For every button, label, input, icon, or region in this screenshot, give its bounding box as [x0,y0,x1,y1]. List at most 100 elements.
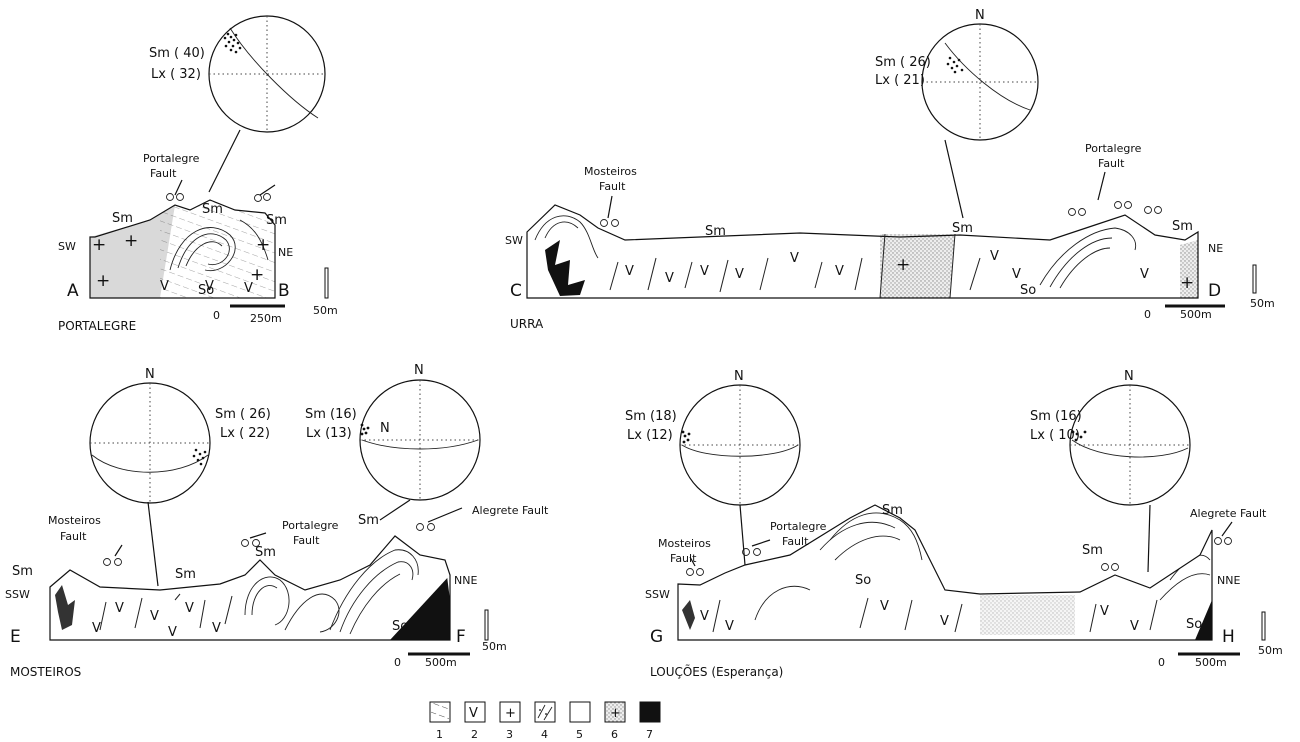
section-end-left: A [67,281,79,301]
svg-text:V: V [469,706,478,721]
so-label: So [1020,283,1036,298]
svg-text:V: V [115,601,124,616]
stereonet-portalegre: Sm ( 40) Lx ( 32) [149,16,325,192]
section-urra: VVV VVV VVV ++ C D SW NE Sm Sm Sm So Mos… [505,8,1275,331]
north-label: N [414,363,424,378]
stereonet-lx: Lx ( 22) [220,426,270,441]
stereonet-sm: Sm ( 40) [149,46,205,61]
svg-text:V: V [168,625,177,640]
svg-text:500m: 500m [1180,308,1212,321]
svg-text:V: V [150,609,159,624]
svg-text:0: 0 [213,309,220,322]
svg-text:V: V [212,621,221,636]
svg-text:+: + [124,231,138,251]
legend-item-6: + 6 [605,702,625,741]
stereonet-lx: Lx ( 10) [1030,428,1080,443]
dike-ticks [713,598,1157,632]
fault-symbols [601,172,1162,227]
svg-text:V: V [1100,604,1109,619]
section-title: URRA [510,317,544,331]
sm-label: Sm [266,213,287,228]
svg-text:V: V [625,264,634,279]
svg-text:V: V [940,614,949,629]
stereonet-sm: Sm (18) [625,409,677,424]
svg-text:5: 5 [576,728,583,741]
stereonet-loucoes-1: N Sm (18) Lx (12) [625,369,800,565]
direction-left: SW [58,240,76,253]
direction-left: SW [505,234,523,247]
alegrete-fault-label: Alegrete Fault [1190,507,1267,520]
section-title: PORTALEGRE [58,319,136,333]
stereonet-urra: N Sm ( 26) Lx ( 21) [875,8,1038,218]
svg-text:+: + [896,255,910,275]
so-label: So [198,283,214,298]
svg-text:+: + [256,235,270,255]
inner-north-label: N [380,421,390,436]
sm-label: Sm [1082,543,1103,558]
stereonet-sm: Sm ( 26) [875,55,931,70]
legend-item-3: + 3 [500,702,520,741]
stereonet-lx: Lx (12) [627,428,673,443]
direction-right: NE [1208,242,1223,255]
fault-symbols [104,508,463,566]
stereonet-sm: Sm ( 26) [215,407,271,422]
section-outline [50,536,450,640]
svg-text:+: + [505,706,516,721]
svg-text:50m: 50m [313,304,338,317]
north-label: N [975,8,985,23]
svg-text:V: V [1130,619,1139,634]
svg-text:50m: 50m [482,640,507,653]
sm-label: Sm [12,564,33,579]
sm-label: Sm [358,513,379,528]
svg-text:V: V [700,609,709,624]
north-label: N [145,367,155,382]
legend-item-2: V 2 [465,702,485,741]
svg-text:V: V [880,599,889,614]
sm-label: Sm [1172,219,1193,234]
section-end-left: E [10,627,21,647]
sm-label: Sm [255,545,276,560]
svg-text:250m: 250m [250,312,282,325]
portalegre-fault-label: PortalegreFault [1085,142,1142,170]
section-loucoes: VVV VVV G H SSW NNE Sm Sm So So Mosteiro… [625,369,1283,679]
section-end-right: H [1222,627,1235,647]
svg-text:V: V [725,619,734,634]
sm-label: Sm [175,567,196,582]
section-end-right: F [456,627,466,647]
direction-right: NNE [454,574,477,587]
sm-label: Sm [952,221,973,236]
legend-item-1: 1 [430,702,450,741]
svg-text:V: V [700,264,709,279]
svg-text:0: 0 [394,656,401,669]
mosteiros-fill [55,550,450,640]
section-outline [527,205,1198,298]
so-label: So [1186,617,1202,632]
svg-text:0: 0 [1158,656,1165,669]
sm-label: Sm [705,224,726,239]
section-title: LOUÇÕES (Esperança) [650,664,783,679]
section-mosteiros: VVV VVV E F SSW NNE Sm Sm Sm Sm So Moste… [5,363,549,679]
stereonet-mosteiros-2: N N Sm (16) Lx (13) [305,363,480,520]
stereonet-lx: Lx ( 32) [151,67,201,82]
section-end-right: B [278,281,290,301]
svg-text:V: V [1140,267,1149,282]
granite-zone [880,234,955,298]
svg-text:4: 4 [541,728,548,741]
sm-label: Sm [202,202,223,217]
direction-right: NE [278,246,293,259]
legend-item-4: 4 [535,702,555,741]
north-label: N [1124,369,1134,384]
svg-text:V: V [665,271,674,286]
svg-text:V: V [990,249,999,264]
pole-cluster [224,33,242,54]
so-label: So [392,619,408,634]
direction-left: SSW [645,588,670,601]
svg-text:+: + [96,271,110,291]
svg-text:V: V [835,264,844,279]
svg-text:3: 3 [506,728,513,741]
